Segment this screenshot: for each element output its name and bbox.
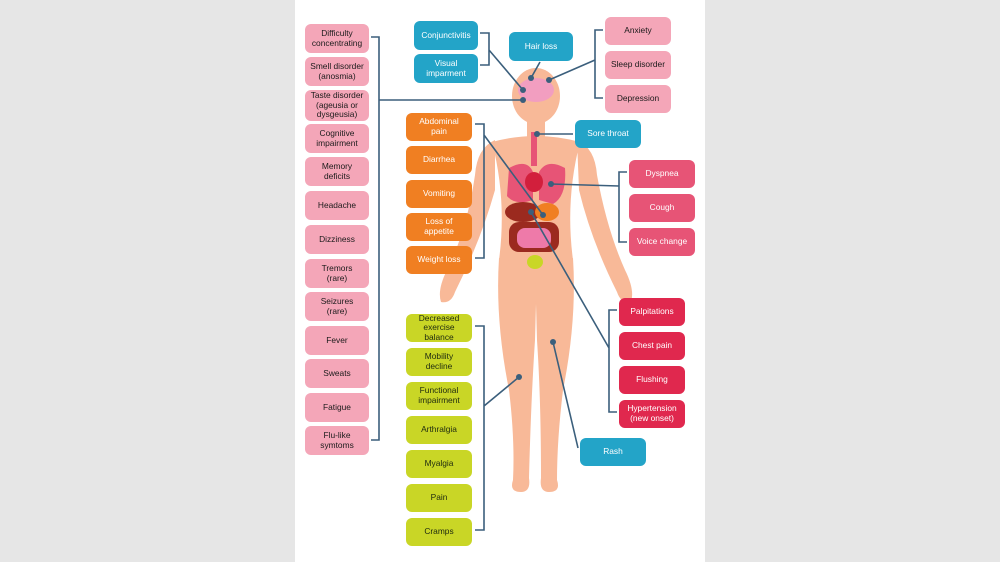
connector-dot (528, 209, 534, 215)
symptom-label-throat-0: Sore throat (575, 120, 641, 148)
symptom-label-neuro_general-4: Memory deficits (305, 157, 369, 186)
symptom-label-musculo-5: Pain (406, 484, 472, 512)
connector-dot (550, 339, 556, 345)
symptom-label-gastro-0: Abdominal pain (406, 113, 472, 141)
liver-shape (505, 202, 541, 222)
symptom-label-eyes-1: Visual imparment (414, 54, 478, 83)
symptom-label-eyes-0: Conjunctivitis (414, 21, 478, 50)
lungs-shape (507, 163, 566, 204)
symptom-label-neuro_general-1: Smell disorder (anosmia) (305, 57, 369, 86)
connector-dot (548, 181, 554, 187)
skin-connector (552, 341, 579, 449)
resp-bracket (550, 171, 627, 243)
connector-dot (516, 374, 522, 380)
symptom-label-neuro_general-2: Taste disorder (ageusia or dysgeusia) (305, 90, 369, 121)
connector-dots (516, 75, 556, 380)
connector-dot (520, 97, 526, 103)
symptom-label-neuro_general-11: Fatigue (305, 393, 369, 422)
symptom-label-gastro-3: Loss of appetite (406, 213, 472, 241)
symptom-label-cardio-3: Hypertension (new onset) (619, 400, 685, 428)
symptom-label-musculo-3: Arthralgia (406, 416, 472, 444)
symptom-label-cardio-1: Chest pain (619, 332, 685, 360)
symptom-label-neuro_general-8: Seizures (rare) (305, 292, 369, 321)
symptom-label-psych-0: Anxiety (605, 17, 671, 45)
symptom-label-gastro-2: Vomiting (406, 180, 472, 208)
musculo-bracket (475, 325, 520, 531)
symptom-label-hair-0: Hair loss (509, 32, 573, 61)
symptom-label-musculo-6: Cramps (406, 518, 472, 546)
symptom-label-gastro-1: Diarrhea (406, 146, 472, 174)
eyes-bracket (480, 32, 524, 91)
symptom-label-neuro_general-9: Fever (305, 326, 369, 355)
connector-lines (371, 29, 627, 531)
cardio-bracket (530, 211, 617, 413)
symptom-label-neuro_general-6: Dizziness (305, 225, 369, 254)
symptom-label-cardio-0: Palpitations (619, 298, 685, 326)
brain-shape (518, 78, 554, 102)
symptom-label-neuro_general-7: Tremors (rare) (305, 259, 369, 288)
neuro-bracket (371, 36, 523, 441)
gastro-bracket (475, 123, 544, 259)
connector-dot (534, 131, 540, 137)
symptom-label-musculo-4: Myalgia (406, 450, 472, 478)
bladder-shape (527, 255, 543, 269)
connector-dot (520, 87, 526, 93)
connector-dot (540, 212, 546, 218)
symptom-label-neuro_general-0: Difficulty concentrating (305, 24, 369, 53)
trachea-shape (531, 132, 537, 166)
hair-connector (530, 61, 541, 79)
symptom-label-neuro_general-12: Flu-like symtoms (305, 426, 369, 455)
symptom-label-respiratory-2: Voice change (629, 228, 695, 256)
symptom-label-musculo-0: Decreased exercise balance (406, 313, 472, 342)
symptom-label-skin-0: Rash (580, 438, 646, 466)
symptom-label-neuro_general-10: Sweats (305, 359, 369, 388)
symptom-label-psych-2: Depression (605, 85, 671, 113)
connector-dot (528, 75, 534, 81)
symptom-label-cardio-2: Flushing (619, 366, 685, 394)
psych-bracket (548, 29, 603, 99)
symptom-label-neuro_general-3: Cognitive impairment (305, 124, 369, 153)
symptom-label-musculo-2: Functional impairment (406, 382, 472, 410)
symptom-label-gastro-4: Weight loss (406, 246, 472, 274)
stomach-shape (535, 203, 559, 221)
symptom-label-respiratory-0: Dyspnea (629, 160, 695, 188)
symptom-label-respiratory-1: Cough (629, 194, 695, 222)
heart-shape (525, 172, 543, 192)
symptom-label-psych-1: Sleep disorder (605, 51, 671, 79)
symptom-label-musculo-1: Mobility decline (406, 348, 472, 376)
symptom-label-neuro_general-5: Headache (305, 191, 369, 220)
connector-dot (546, 77, 552, 83)
